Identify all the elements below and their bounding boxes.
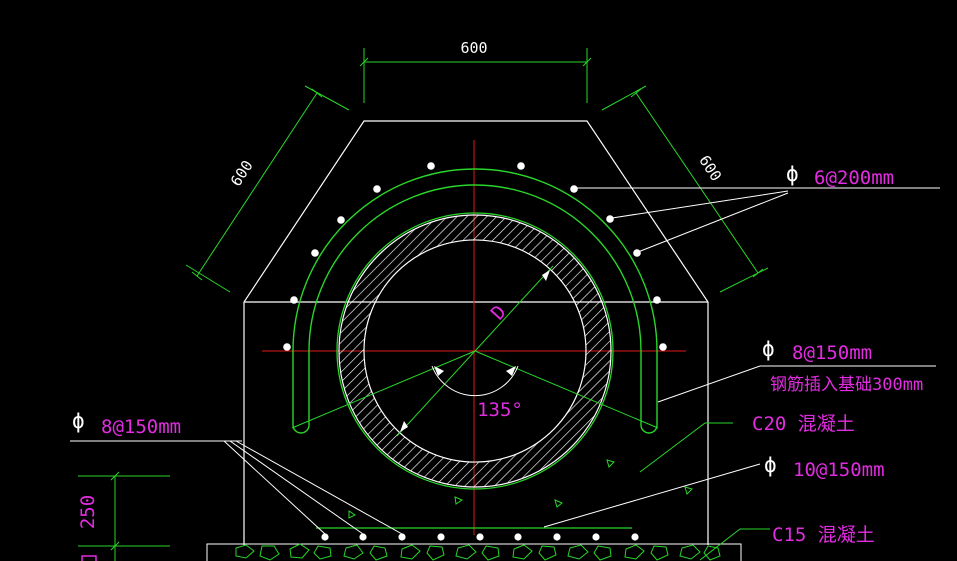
callout-concrete-upper: C20 混凝土 [752, 413, 855, 435]
pipe-wall-hatched [338, 214, 612, 488]
dimension-left-vertical-label: 250 [77, 495, 99, 529]
dimension-top-label: 600 [460, 39, 487, 57]
dimension-left-vertical [78, 471, 170, 561]
angle-label: 135° [477, 399, 523, 421]
dimension-left-slope-label: 600 [227, 157, 257, 190]
leader-lines [70, 187, 940, 535]
dimension-right-slope [601, 85, 769, 293]
callout-rebar-right-phi: ϕ [762, 337, 775, 361]
c15-base-slab [206, 543, 742, 561]
concrete-aggregate [348, 459, 693, 519]
foundation-outline [243, 120, 709, 545]
callout-concrete-lower: C15 混凝土 [772, 524, 875, 546]
dimension-left-slope [185, 85, 350, 293]
callout-rebar-top-text: 6@200mm [814, 167, 894, 189]
dimension-left-vertical-partial-label [81, 555, 97, 561]
callout-rebar-left-text: 8@150mm [101, 416, 181, 438]
dimension-right-slope-label: 600 [695, 152, 725, 185]
callout-rebar-right-note: 钢筋插入基础300mm [770, 375, 923, 395]
rebar-dots-bottom [321, 533, 639, 541]
callout-rebar-bottom-text: 10@150mm [793, 459, 885, 481]
angle-construction [291, 265, 659, 437]
callout-rebar-top-phi: ϕ [786, 162, 799, 186]
pipe-guide-circle [336, 212, 614, 490]
callout-rebar-left-phi: ϕ [72, 409, 85, 433]
angle-arrows [400, 270, 550, 432]
dimension-top [359, 48, 592, 103]
diameter-label: D [487, 301, 511, 324]
rebar-dots-arch [283, 162, 667, 351]
leader-lines-green [639, 422, 770, 561]
callout-rebar-right-text: 8@150mm [792, 342, 872, 364]
arched-rebar [292, 168, 658, 434]
callout-rebar-bottom-phi: ϕ [764, 453, 777, 477]
